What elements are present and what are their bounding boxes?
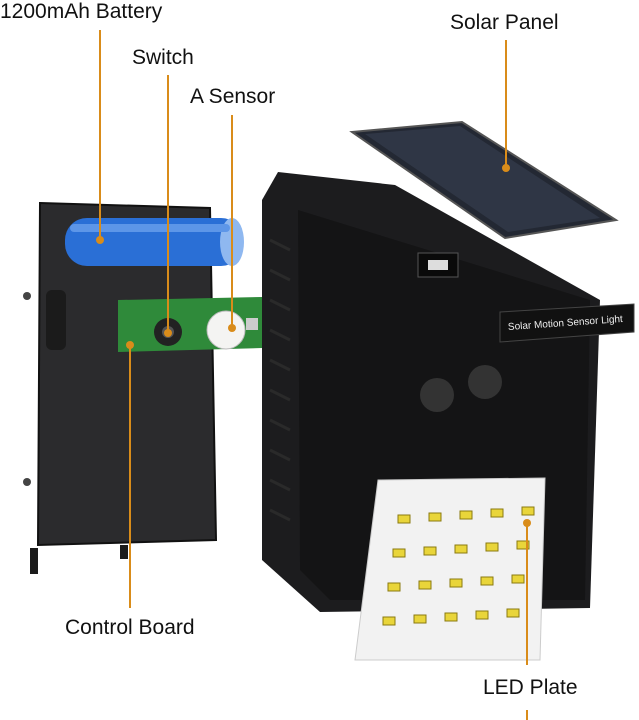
led-chip (459, 510, 473, 520)
led-plate (354, 477, 546, 661)
leader-lines (96, 30, 531, 720)
led-chip (387, 582, 401, 592)
led-chip (490, 508, 504, 518)
led-chip (382, 616, 396, 626)
led-chip (511, 574, 525, 584)
led-chip (485, 542, 499, 552)
solar-panel-label: Solar Panel (450, 11, 559, 34)
led-chip (397, 514, 411, 524)
battery-label: 1200mAh Battery (0, 0, 163, 23)
led-plate-label: LED Plate (483, 676, 578, 699)
control-board-label: Control Board (65, 616, 195, 639)
led-chip (413, 614, 427, 624)
switch-label: Switch (132, 46, 194, 69)
sensor-label: A Sensor (190, 85, 276, 108)
led-chip (428, 512, 442, 522)
led-chip (506, 608, 520, 618)
led-chip (444, 612, 458, 622)
back-plate (23, 201, 218, 574)
led-chip (423, 546, 437, 556)
led-chip (392, 548, 406, 558)
led-chip (449, 578, 463, 588)
led-chip (516, 540, 530, 550)
led-chip (475, 610, 489, 620)
control-board (118, 297, 262, 352)
led-chip (521, 506, 535, 516)
battery (65, 218, 244, 266)
solar-panel (349, 120, 619, 240)
led-chip (454, 544, 468, 554)
led-chip (480, 576, 494, 586)
led-chip (418, 580, 432, 590)
